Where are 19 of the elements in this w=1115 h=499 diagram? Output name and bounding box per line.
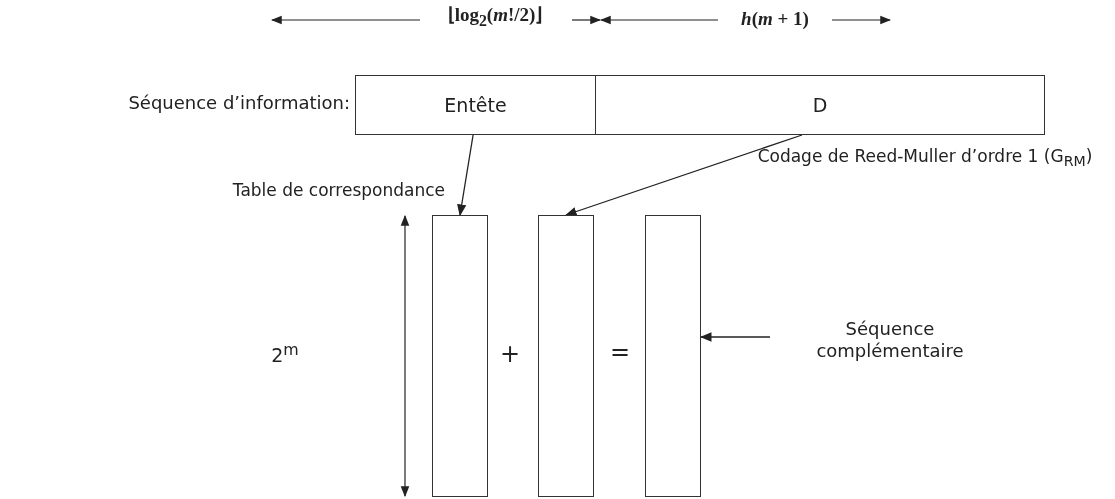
callout-text: Séquence complémentaire (770, 312, 1010, 368)
operator-sign: = (608, 338, 632, 367)
dimension-label: 2$^{m}$ (270, 340, 300, 368)
sequence-field (595, 75, 1045, 135)
edge-label: Table de correspondance (231, 180, 445, 201)
field-label: Entête (444, 93, 507, 117)
arrow (564, 134, 803, 217)
formula-label: h(m + 1) (740, 8, 810, 31)
column-bar (432, 215, 488, 497)
column-bar (645, 215, 701, 497)
column-bar (538, 215, 594, 497)
sequence-field (355, 75, 596, 135)
operator-sign: + (498, 340, 522, 369)
arrow (699, 332, 771, 342)
edge-label: Codage de Reed-Muller d’ordre 1 (G$_{RM}$) (756, 146, 1094, 171)
formula-label: ⌊log$_{2}$(m!/2)⌋ (446, 4, 544, 31)
row-label: Séquence d’information: (127, 92, 350, 114)
field-label: D (812, 93, 828, 117)
arrow (457, 134, 474, 217)
